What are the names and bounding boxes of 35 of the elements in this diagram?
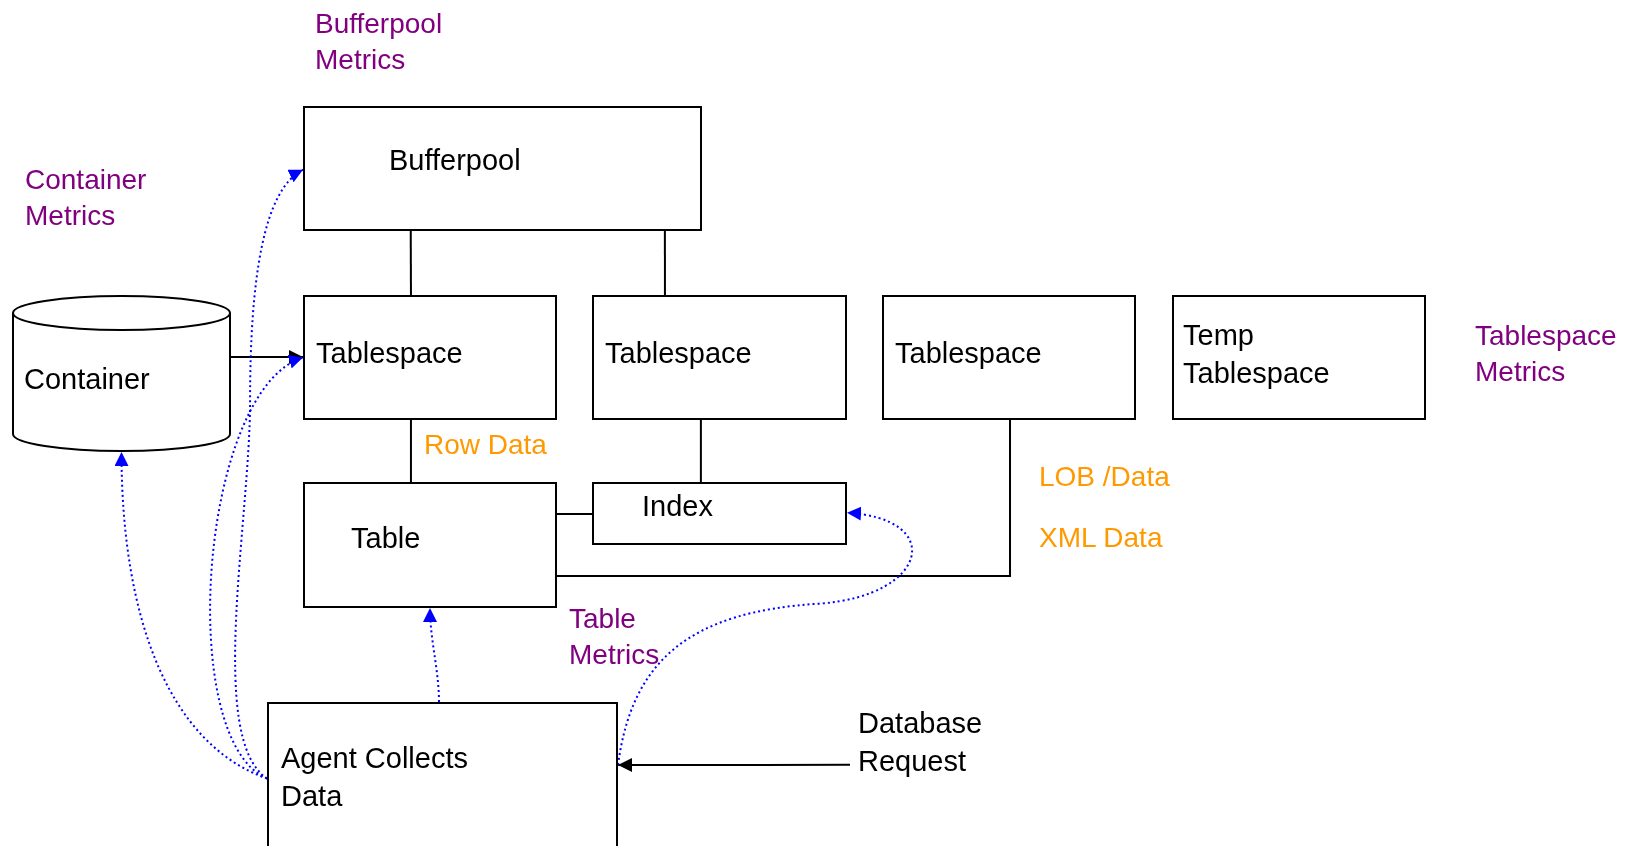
connector-line [699, 419, 702, 483]
node-label: Temp Tablespace [1183, 318, 1331, 391]
node-label: Table [351, 521, 422, 556]
dotted-arrow [423, 607, 440, 703]
storage-box [592, 482, 847, 545]
connector-line [663, 230, 666, 296]
node-label: Database Request [858, 706, 984, 779]
metric-label: Table Metrics [569, 602, 661, 673]
connector-line [556, 513, 593, 515]
node-label: Bufferpool [389, 143, 522, 178]
storage-box [303, 106, 702, 231]
arrow [230, 350, 304, 364]
metric-label: Container Metrics [25, 163, 148, 234]
process-box [267, 702, 618, 846]
connector-line [409, 230, 412, 296]
node-label: Agent Collects Data [281, 741, 469, 814]
connector-line [556, 419, 1011, 577]
dotted-arrow [114, 451, 268, 780]
storage-box [1172, 295, 1426, 420]
storage-box [303, 482, 557, 608]
storage-box [882, 295, 1136, 420]
metric-label: XML Data [1039, 521, 1164, 555]
node-label: Tablespace [895, 336, 1043, 371]
node-label: Tablespace [605, 336, 753, 371]
metric-label: Row Data [424, 428, 548, 462]
node-label: Tablespace [316, 336, 464, 371]
storage-box [303, 295, 557, 420]
arrow [617, 758, 851, 772]
node-label: Container [24, 362, 151, 397]
storage-box [592, 295, 847, 420]
metric-label: Bufferpool Metrics [315, 7, 444, 78]
metric-label: LOB /Data [1039, 460, 1171, 494]
connector-line [409, 419, 412, 483]
node-label: Index [642, 489, 714, 524]
metric-label: Tablespace Metrics [1475, 319, 1618, 390]
